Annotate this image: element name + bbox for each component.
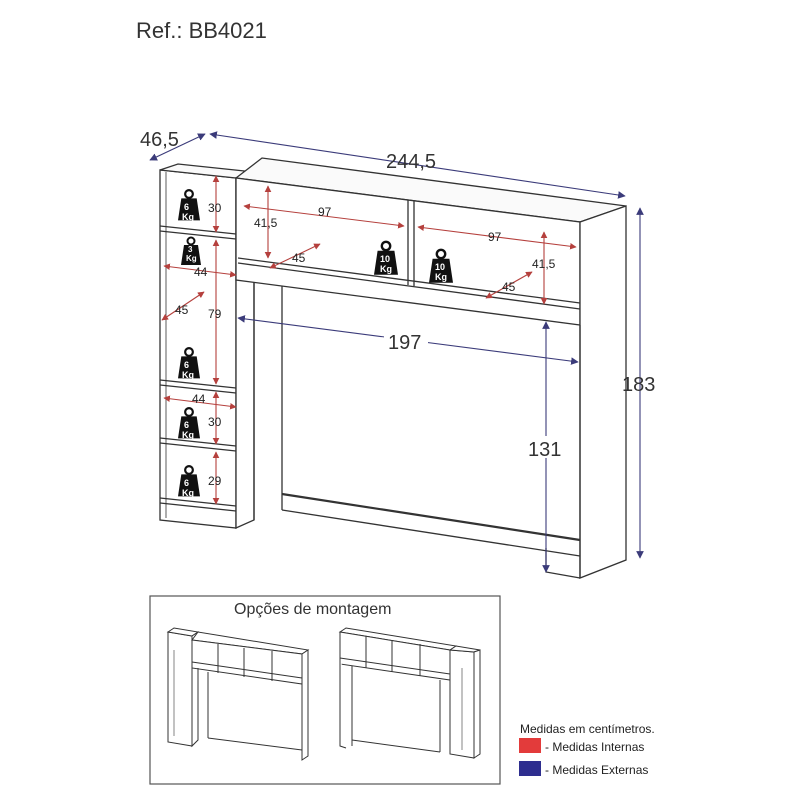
- depth-label: 46,5: [140, 129, 179, 151]
- legend-internal: - Medidas Internas: [545, 740, 644, 754]
- tower-top-height-label: 30: [208, 201, 222, 215]
- width-label: 244,5: [386, 151, 436, 173]
- legend-external: - Medidas Externas: [545, 763, 648, 777]
- tower-width-a-label: 44: [194, 265, 208, 279]
- inner-width-label: 197: [388, 332, 421, 354]
- bridge-right-width-label: 97: [488, 230, 502, 244]
- tower-width-b-label: 44: [192, 392, 206, 406]
- legend-note: Medidas em centímetros.: [520, 722, 655, 736]
- tower-low-height-label: 30: [208, 415, 222, 429]
- weight-icon: 6 Kg: [178, 188, 200, 222]
- svg-text:3: 3: [188, 245, 193, 254]
- svg-text:10: 10: [435, 262, 445, 272]
- svg-text:6: 6: [184, 202, 189, 212]
- tower-bottom-height-label: 29: [208, 474, 222, 488]
- svg-text:Kg: Kg: [182, 430, 194, 440]
- svg-text:Kg: Kg: [380, 264, 392, 274]
- svg-text:Kg: Kg: [435, 272, 447, 282]
- weight-icon: 3 Kg: [181, 236, 201, 266]
- height-label: 183: [622, 374, 655, 396]
- svg-text:10: 10: [380, 254, 390, 264]
- svg-text:6: 6: [184, 478, 189, 488]
- bridge-cabinet: [234, 157, 627, 579]
- svg-text:6: 6: [184, 360, 189, 370]
- weight-icon: 10 Kg: [374, 240, 398, 277]
- weight-icon: 6 Kg: [178, 346, 200, 380]
- weight-icon: 6 Kg: [178, 464, 200, 498]
- internal-dimensions: [161, 175, 577, 505]
- bridge-left-depth-label: 45: [292, 251, 306, 265]
- depth-arrow: [149, 133, 206, 161]
- option-right-tower: [338, 627, 481, 759]
- assembly-options-title: Opções de montagem: [234, 601, 391, 618]
- weight-icon: 10 Kg: [429, 248, 453, 285]
- width-arrow: [209, 131, 626, 199]
- svg-text:Kg: Kg: [182, 370, 194, 380]
- option-left-tower: [166, 627, 310, 761]
- bridge-right-depth-label: 45: [502, 280, 516, 294]
- legend-internal-swatch: [519, 738, 541, 753]
- legend-external-swatch: [519, 761, 541, 776]
- svg-text:Kg: Kg: [182, 488, 194, 498]
- bridge-left-width-label: 97: [318, 205, 332, 219]
- svg-text:Kg: Kg: [182, 212, 194, 222]
- svg-text:6: 6: [184, 420, 189, 430]
- legend: Medidas em centímetros. - Medidas Intern…: [519, 722, 655, 777]
- bridge-height-label: 41,5: [254, 216, 278, 230]
- weight-icon: 6 Kg: [178, 406, 200, 440]
- svg-text:Kg: Kg: [186, 254, 197, 263]
- bridge-right-height-label: 41,5: [532, 257, 556, 271]
- reference-title: Ref.: BB4021: [136, 18, 267, 43]
- inner-height-label: 131: [528, 439, 561, 461]
- tower-depth-label: 45: [175, 303, 189, 317]
- tower-mid-height-label: 79: [208, 307, 222, 321]
- assembly-options-box: Opções de montagem: [149, 595, 501, 785]
